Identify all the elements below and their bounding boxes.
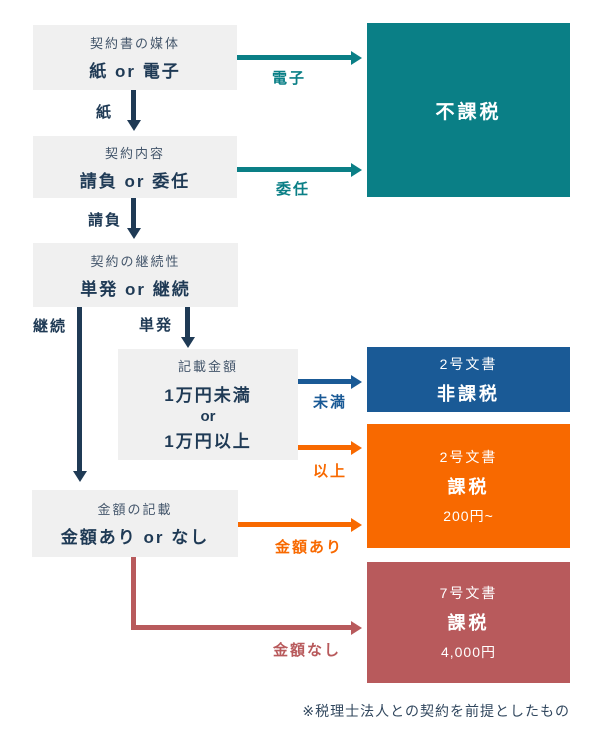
arrow-no-amount-hline [131, 625, 352, 630]
arrow-electronic-head [351, 51, 362, 65]
edge-label-amount-written: 金額あり [275, 539, 344, 556]
result-doc-type: 2号文書 [439, 355, 498, 372]
result-main: 不課税 [435, 101, 502, 123]
arrow-delegation-line [237, 167, 352, 172]
arrow-over-line [298, 445, 352, 450]
arrow-amount-written-head [351, 518, 362, 532]
arrow-paper-line [131, 90, 136, 121]
edge-label-continuous: 継続 [33, 318, 68, 335]
decision-title: 契約書の媒体 [89, 36, 180, 51]
decision-title: 記載金額 [177, 359, 238, 374]
decision-option-or: or [200, 408, 216, 425]
arrow-oneoff-line [185, 307, 190, 338]
result-box-not-taxable: 不課税 [367, 23, 570, 197]
arrow-under-line [298, 379, 352, 384]
decision-box-contract-continuity: 契約の継続性 単発 or 継続 [33, 243, 238, 307]
decision-title: 契約内容 [104, 145, 165, 161]
arrow-delegation-head [351, 163, 362, 177]
result-amount: 200円~ [443, 507, 494, 524]
decision-option-over: 1万円以上 [164, 432, 252, 451]
edge-label-over: 以上 [313, 463, 348, 480]
arrow-oneoff-head [181, 337, 195, 348]
decision-box-amount-written: 金額の記載 金額あり or なし [32, 490, 238, 557]
result-box-doc2-taxable: 2号文書 課税 200円~ [367, 424, 570, 548]
arrow-amount-written-line [238, 522, 352, 527]
arrow-continuous-head [73, 471, 87, 482]
decision-options: 金額あり or なし [60, 528, 210, 547]
arrow-under-head [351, 375, 362, 389]
arrow-paper-head [127, 120, 141, 131]
edge-label-electronic: 電子 [272, 70, 307, 87]
arrow-work-contract-head [127, 228, 141, 239]
edge-label-oneoff: 単発 [139, 317, 174, 334]
arrow-no-amount-head [351, 621, 362, 635]
result-amount: 4,000円 [440, 644, 497, 660]
footnote: ※税理士法人との契約を前提としたもの [302, 703, 570, 719]
decision-options: 単発 or 継続 [80, 279, 191, 299]
edge-label-delegation: 委任 [276, 181, 311, 198]
edge-label-paper: 紙 [96, 104, 114, 121]
edge-label-under: 未満 [313, 394, 348, 411]
edge-label-work-contract: 請負 [88, 212, 123, 229]
arrow-work-contract-line [131, 198, 136, 229]
result-doc-type: 7号文書 [439, 585, 498, 601]
edge-label-no-amount: 金額なし [273, 642, 342, 659]
decision-box-contract-content: 契約内容 請負 or 委任 [33, 136, 237, 198]
result-main: 課税 [447, 476, 490, 497]
arrow-over-head [351, 441, 362, 455]
result-main: 課税 [447, 613, 490, 633]
decision-box-stated-amount: 記載金額 1万円未満 or 1万円以上 [118, 349, 298, 460]
decision-options: 請負 or 委任 [79, 171, 191, 191]
result-doc-type: 2号文書 [439, 448, 498, 465]
arrow-electronic-line [237, 55, 352, 60]
arrow-no-amount-vline [131, 557, 136, 630]
decision-title: 金額の記載 [97, 502, 173, 517]
decision-option-under: 1万円未満 [164, 386, 252, 405]
decision-box-contract-medium: 契約書の媒体 紙 or 電子 [33, 25, 237, 90]
result-box-doc2-nontaxable: 2号文書 非課税 [367, 347, 570, 412]
result-box-doc7-taxable: 7号文書 課税 4,000円 [367, 562, 570, 683]
decision-options: 紙 or 電子 [89, 62, 181, 81]
result-main: 非課税 [437, 383, 500, 404]
arrow-continuous-line [77, 307, 82, 472]
decision-title: 契約の継続性 [90, 253, 181, 269]
